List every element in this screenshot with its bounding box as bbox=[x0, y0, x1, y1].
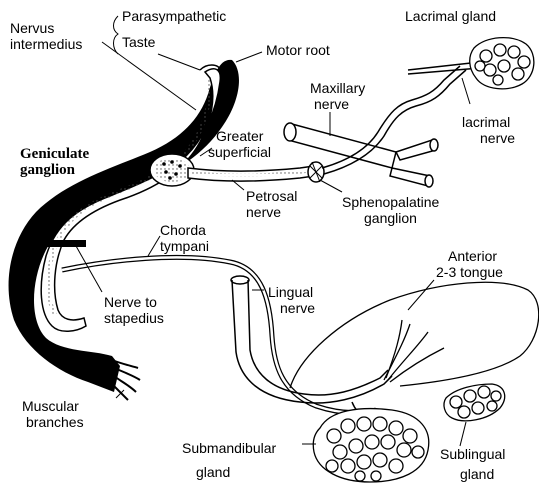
sublingual-gland bbox=[444, 384, 505, 421]
label-lingual-nerve: Lingual nerve bbox=[268, 284, 315, 316]
label-maxillary-nerve: Maxillary nerve bbox=[310, 80, 365, 112]
tongue-outline bbox=[290, 282, 539, 388]
label-sphenopalatine-ganglion: Sphenopalatine ganglion bbox=[342, 194, 439, 226]
leader-lines bbox=[76, 16, 470, 446]
label-muscular-branches: Muscular branches bbox=[22, 398, 84, 430]
label-lacrimal-nerve: lacrimal nerve bbox=[462, 114, 515, 146]
label-motor-root: Motor root bbox=[266, 42, 330, 58]
submandibular-gland bbox=[313, 409, 429, 482]
tongue-fibers bbox=[384, 320, 444, 382]
label-taste: Taste bbox=[122, 34, 155, 50]
label-lacrimal-gland: Lacrimal gland bbox=[405, 8, 496, 24]
nerve-to-stapedius-bar bbox=[26, 240, 86, 247]
label-nerve-to-stapedius: Nerve to stapedius bbox=[104, 294, 164, 326]
label-geniculate-ganglion: Geniculate ganglion bbox=[20, 146, 89, 178]
label-submandibular-gland: Submandibular gland bbox=[182, 440, 276, 480]
label-chorda-tympani: Chorda tympani bbox=[160, 222, 209, 254]
label-parasympathetic: Parasympathetic bbox=[122, 8, 226, 24]
label-nervus-intermedius: Nervus intermedius bbox=[10, 20, 82, 52]
label-petrosal-nerve: Petrosal nerve bbox=[246, 188, 297, 220]
label-greater-superficial: Greater superficial bbox=[216, 128, 271, 160]
lacrimal-gland bbox=[470, 38, 534, 89]
label-sublingual-gland: Sublingual gland bbox=[440, 446, 505, 482]
label-anterior-tongue: Anterior 2-3 tongue bbox=[436, 248, 503, 280]
